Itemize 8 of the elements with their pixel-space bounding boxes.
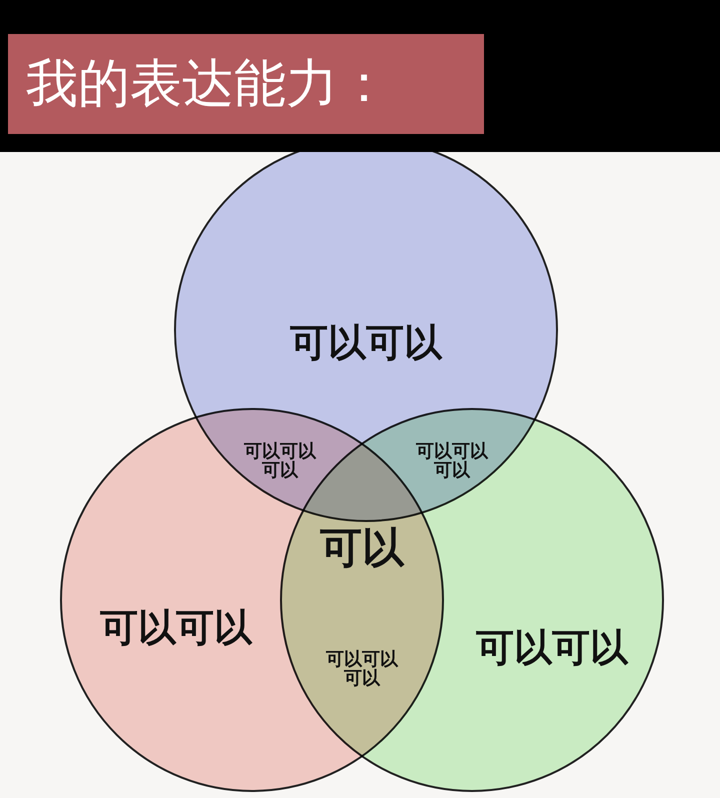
title-banner: 我的表达能力： — [8, 34, 484, 134]
circle-label: 可以可以 — [290, 320, 442, 366]
circle-label: 可以可以 — [100, 604, 252, 652]
region-label: 可以 — [320, 526, 404, 570]
region-label: 可以可以可以 — [415, 443, 490, 481]
circle-label: 可以可以 — [476, 624, 628, 672]
region-label: 可以可以可以 — [325, 651, 400, 689]
region-label: 可以可以可以 — [243, 443, 318, 481]
